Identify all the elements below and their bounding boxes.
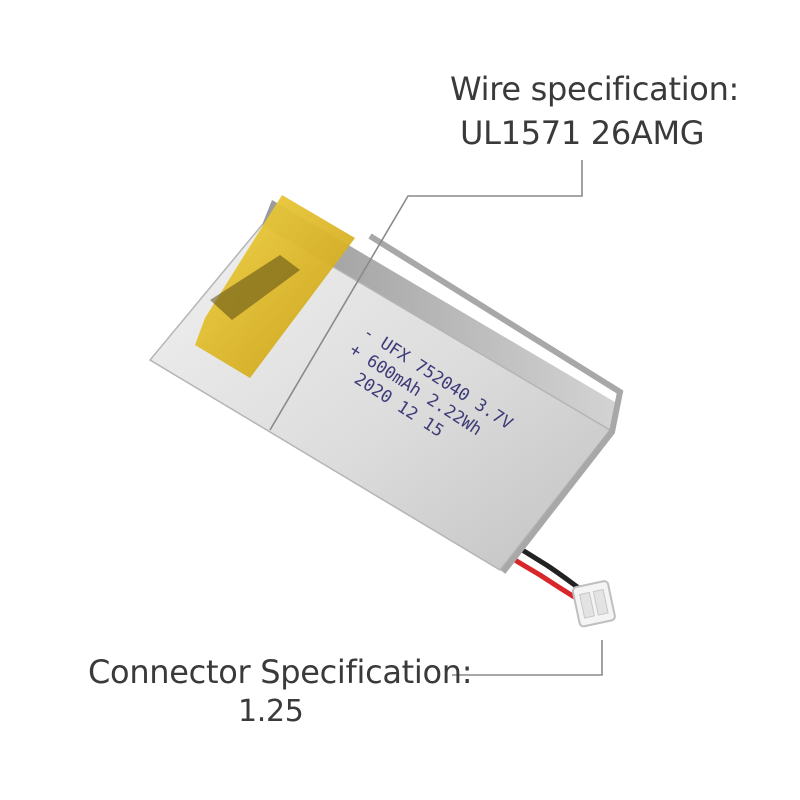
connector-callout-line (452, 640, 603, 676)
jst-connector (571, 580, 616, 628)
connector-spec-title: Connector Specification: (88, 653, 473, 691)
connector-spec-value: 1.25 (238, 694, 304, 729)
wire-spec-value: UL1571 26AMG (460, 114, 705, 152)
wire-callout-line (269, 160, 583, 431)
wire-spec-title: Wire specification: (450, 70, 740, 108)
battery-side-edge (262, 200, 620, 430)
